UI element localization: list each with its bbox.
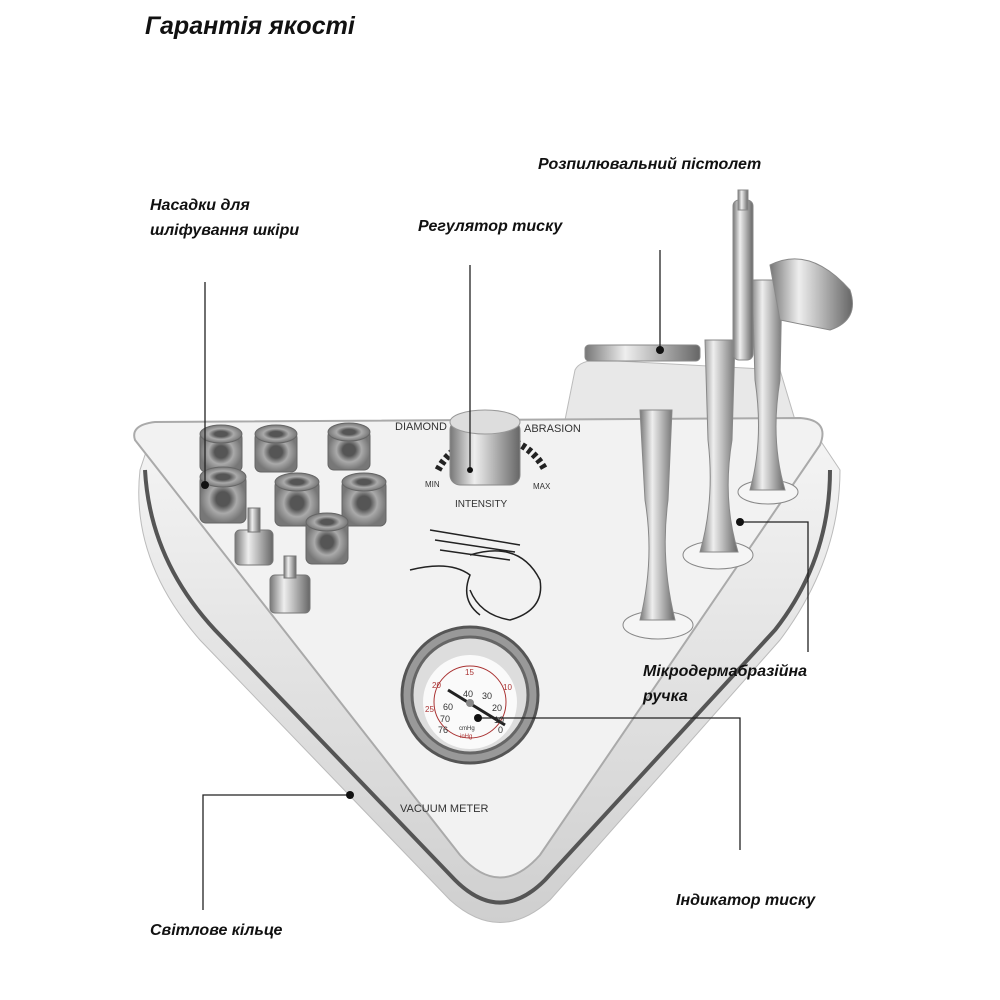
gauge-outer-15: 15 <box>465 668 474 677</box>
gauge-unit-in: inHg <box>460 734 472 740</box>
microdermabrasion-handles[interactable] <box>622 279 799 640</box>
max-label: MAX <box>533 482 551 491</box>
gauge-10: 10 <box>494 715 504 725</box>
label-spray-gun: Розпилювальний пістолет <box>538 156 762 173</box>
vacuum-gauge <box>400 625 540 765</box>
panel-name-left: DIAMOND <box>395 421 447 433</box>
skin-tips <box>199 422 387 614</box>
face-illustration-icon <box>409 529 542 621</box>
label-pressure-indicator: Індикатор тиску <box>676 892 816 909</box>
light-ring <box>143 469 832 905</box>
label-skin-tips-line2: шліфування шкіри <box>150 222 300 239</box>
gauge-20: 20 <box>492 703 502 713</box>
gauge-76: 76 <box>438 725 448 735</box>
gauge-40: 40 <box>463 689 473 699</box>
intensity-label: INTENSITY <box>455 499 508 510</box>
panel-name-right: ABRASION <box>524 423 581 435</box>
gauge-0: 0 <box>498 725 503 735</box>
gauge-unit-cm: cmHg <box>459 726 475 732</box>
spray-gun[interactable] <box>584 189 853 362</box>
vacuum-meter-label: VACUUM METER <box>400 803 488 815</box>
gauge-70: 70 <box>440 714 450 724</box>
gauge-30: 30 <box>482 691 492 701</box>
label-pressure-regulator: Регулятор тиску <box>418 218 563 235</box>
label-handle-line2: ручка <box>643 688 688 705</box>
gauge-outer-20: 20 <box>432 681 441 690</box>
label-skin-tips-line1: Насадки для <box>150 197 250 214</box>
label-handle: Мікродермабразійна ручка <box>643 659 807 709</box>
label-skin-tips: Насадки для шліфування шкіри <box>150 193 299 243</box>
label-handle-line1: Мікродермабразійна <box>643 663 808 680</box>
min-label: MIN <box>425 480 440 489</box>
gauge-outer-25: 25 <box>425 705 434 714</box>
label-light-ring: Світлове кільце <box>150 922 283 939</box>
leader-lines <box>202 250 809 910</box>
page-title: Гарантія якості <box>145 12 355 40</box>
gauge-60: 60 <box>443 702 453 712</box>
gauge-outer-10: 10 <box>503 683 512 692</box>
